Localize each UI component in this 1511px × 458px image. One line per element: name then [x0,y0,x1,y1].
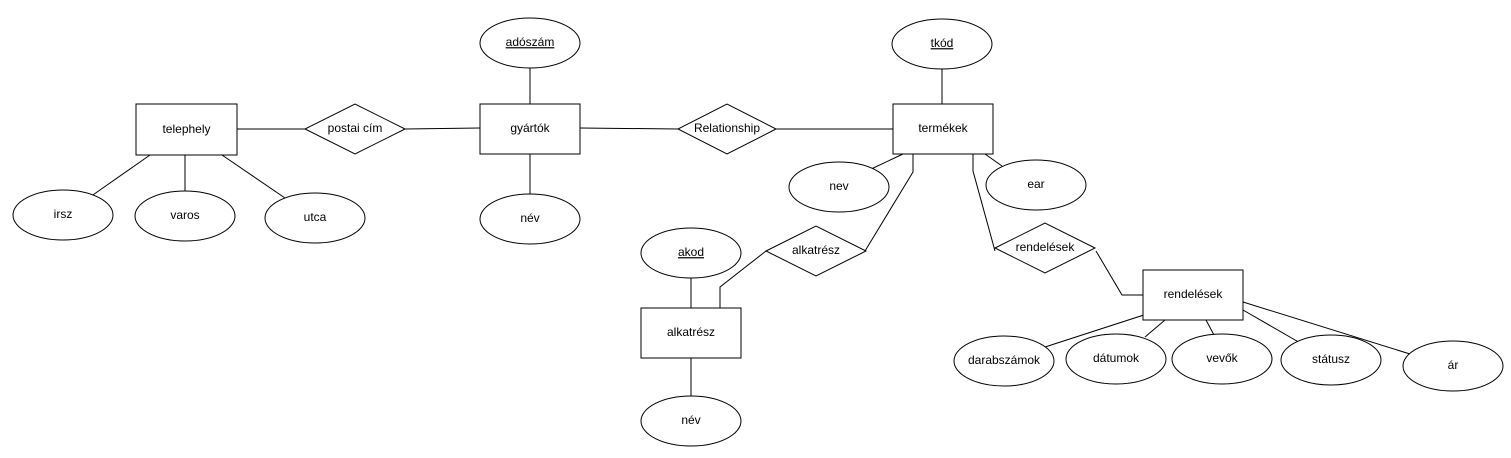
attribute-tkod[interactable]: tkód [891,18,993,70]
entity-gyartok-label: gyártók [510,121,550,135]
connector-rendelesek-rel-rendelesek [1095,250,1143,296]
attribute-tkod-label: tkód [931,36,954,50]
connector-termekek-nev [868,153,904,171]
attribute-adoszam[interactable]: adószám [479,17,581,69]
connector-gyartok-relationship [579,127,679,130]
connector-termekek-alkatresz-rel [864,154,914,252]
entity-termekek[interactable]: termékek [892,103,994,155]
entity-telephely-label: telephely [162,122,210,136]
attribute-darabszamok-label: darabszámok [968,353,1041,367]
relationship-alkatresz[interactable]: alkatrész [764,225,868,277]
attribute-alkatresz-nev-label: név [681,413,700,427]
entity-rendelesek[interactable]: rendelések [1142,269,1244,321]
relationship-relationship-label: Relationship [694,121,760,135]
attribute-irsz-label: irsz [54,207,73,221]
attribute-akod[interactable]: akod [640,227,742,279]
entity-termekek-label: termékek [918,121,968,135]
attribute-statusz-label: státusz [1312,352,1350,366]
attribute-adoszam-label: adószám [506,35,555,49]
attribute-gyarto-nev-label: név [520,211,539,225]
attribute-alkatresz-nev[interactable]: név [640,395,742,447]
entity-alkatresz[interactable]: alkatrész [640,307,742,359]
attribute-utca-label: utca [304,210,327,224]
attribute-irsz[interactable]: irsz [12,189,114,241]
connector-telephely-utca [221,154,286,199]
attribute-utca[interactable]: utca [264,192,366,244]
attribute-gyarto-nev[interactable]: név [479,193,581,245]
attribute-darabszamok[interactable]: darabszámok [953,335,1055,387]
attribute-datumok-label: dátumok [1093,351,1140,365]
attribute-nev[interactable]: nev [788,161,890,213]
connector-rendelesek-vevok [1205,319,1215,336]
attribute-nev-label: nev [829,179,848,193]
connector-alkatresz-rel-alkatresz [719,250,767,308]
connector-termekek-rendelesek-rel [972,154,996,252]
relationship-postai-cim-label: postai cím [328,121,383,135]
connectors [89,68,1411,397]
entity-rendelesek-label: rendelések [1164,287,1224,301]
relationship-rendelesek-label: rendelések [1016,240,1076,254]
relationship-postai-cim[interactable]: postai cím [303,103,407,155]
attribute-varos[interactable]: varos [134,190,236,242]
attribute-varos-label: varos [170,208,199,222]
entity-telephely[interactable]: telephely [135,103,238,156]
attribute-ar-label: ár [1448,358,1459,372]
connector-rendelesek-darabszamok [1044,312,1151,348]
attribute-statusz[interactable]: státusz [1280,334,1382,386]
connector-rendelesek-ar [1242,301,1411,355]
connector-postai-cim-gyartok [404,127,481,130]
attribute-ar[interactable]: ár [1402,340,1504,392]
connector-rendelesek-datumok [1144,319,1166,338]
attribute-ear[interactable]: ear [985,159,1087,211]
entity-gyartok[interactable]: gyártók [479,103,581,155]
relationship-alkatresz-label: alkatrész [792,243,840,257]
attribute-ear-label: ear [1027,177,1044,191]
attribute-vevok[interactable]: vevők [1171,333,1273,385]
relationship-rendelesek[interactable]: rendelések [993,222,1097,274]
connector-telephely-irsz [89,154,151,198]
attribute-vevok-label: vevők [1206,351,1238,365]
entity-alkatresz-label: alkatrész [667,325,715,339]
attribute-akod-label: akod [678,245,704,259]
attribute-datumok[interactable]: dátumok [1065,333,1167,385]
relationship-relationship[interactable]: Relationship [676,103,778,155]
connector-termekek-ear [984,153,1003,167]
connector-rendelesek-statusz [1242,309,1303,345]
